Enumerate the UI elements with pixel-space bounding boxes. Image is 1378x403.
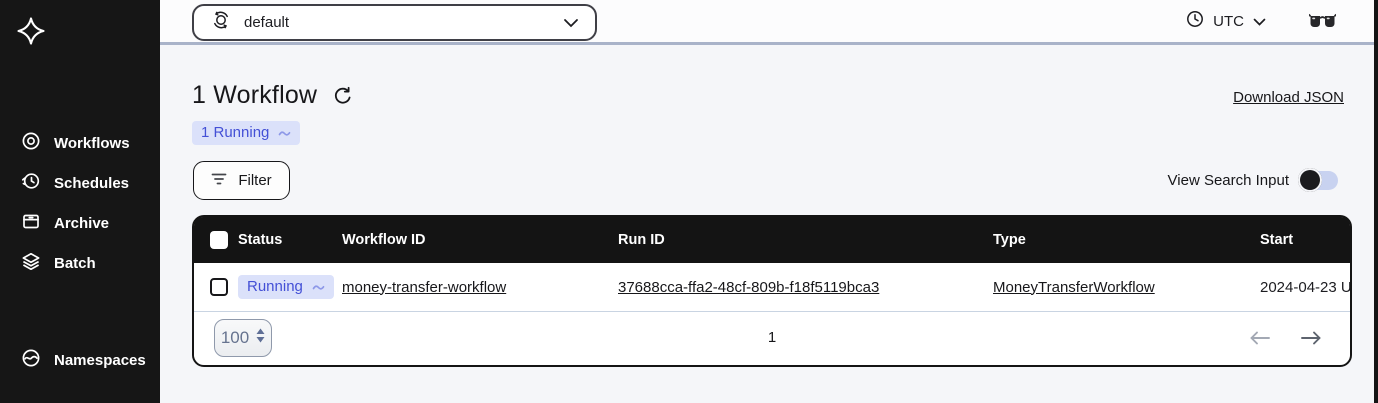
temporal-logo-icon[interactable]: [16, 16, 46, 46]
sidebar-nav-bottom: Namespaces: [0, 340, 160, 380]
sidebar-item-label: Namespaces: [54, 351, 146, 369]
refresh-icon[interactable]: [333, 86, 353, 106]
status-label: Running: [247, 278, 303, 295]
page-size-select[interactable]: 100: [214, 318, 272, 357]
running-count-badge: 1 Running: [192, 121, 301, 145]
page-title: 1 Workflow: [192, 81, 318, 109]
select-all-checkbox[interactable]: [210, 231, 228, 249]
column-header-status: Status: [238, 232, 283, 248]
sidebar-item-label: Archive: [54, 214, 110, 232]
toggle-knob: [1298, 168, 1322, 192]
column-header-run-id: Run ID: [618, 232, 665, 248]
sidebar-nav: Workflows Schedules Archive: [0, 123, 160, 283]
workflow-type-link[interactable]: MoneyTransferWorkflow: [993, 278, 1155, 296]
window-edge-strip: [1374, 0, 1378, 403]
next-page-arrow-icon[interactable]: [1300, 331, 1322, 345]
chevron-down-icon: [563, 18, 579, 28]
download-json-link[interactable]: Download JSON: [1233, 89, 1344, 106]
view-search-input-toggle[interactable]: [1298, 168, 1338, 192]
topbar-right: UTC: [1186, 0, 1336, 42]
timezone-label: UTC: [1213, 12, 1244, 30]
main-content: 1 Workflow Download JSON 1 Running Filte…: [160, 45, 1374, 403]
status-badge: Running: [238, 275, 334, 299]
sidebar-item-batch[interactable]: Batch: [0, 243, 160, 283]
column-header-start: Start: [1260, 232, 1294, 248]
column-header-workflow-id: Workflow ID: [342, 232, 426, 248]
spinner-arrows-icon: [256, 328, 265, 348]
workflows-table: Status Workflow ID Run ID Type Start Run…: [192, 215, 1352, 367]
sidebar-item-workflows[interactable]: Workflows: [0, 123, 160, 163]
schedules-icon: [20, 170, 42, 196]
start-time-cell: 2024-04-23 UTC: [1260, 278, 1350, 296]
clock-icon: [1186, 10, 1204, 32]
current-page-indicator: 1: [767, 329, 777, 346]
previous-page-arrow-icon[interactable]: [1249, 331, 1271, 345]
topbar: default UTC: [160, 0, 1374, 45]
table-footer: 100 1: [194, 311, 1350, 363]
batch-icon: [20, 250, 42, 276]
table-row[interactable]: Running money-transfer-workflow 37688cca…: [194, 263, 1350, 311]
sidebar-item-label: Workflows: [54, 134, 130, 152]
table-header-row: Status Workflow ID Run ID Type Start: [194, 217, 1350, 263]
sidebar-item-label: Schedules: [54, 174, 130, 192]
heartbeat-squiggle-icon: [278, 124, 291, 141]
chevron-down-icon: [1253, 13, 1266, 30]
namespace-switcher-icon: [210, 9, 232, 36]
sidebar-item-schedules[interactable]: Schedules: [0, 163, 160, 203]
timezone-select[interactable]: UTC: [1186, 10, 1266, 32]
archive-icon: [20, 210, 42, 236]
workflow-id-link[interactable]: money-transfer-workflow: [342, 278, 507, 296]
column-header-type: Type: [993, 232, 1026, 248]
filter-button[interactable]: Filter: [193, 161, 290, 200]
sidebar-item-namespaces[interactable]: Namespaces: [0, 340, 160, 380]
namespace-select-value: default: [244, 14, 290, 31]
glasses-icon[interactable]: [1309, 13, 1336, 29]
workflows-icon: [20, 130, 42, 156]
sidebar: Workflows Schedules Archive: [0, 0, 160, 403]
namespace-select[interactable]: default: [192, 4, 597, 41]
filter-button-label: Filter: [238, 172, 272, 189]
running-count-label: 1 Running: [201, 124, 270, 141]
run-id-link[interactable]: 37688cca-ffa2-48cf-809b-f18f5119bca3: [618, 278, 880, 296]
sidebar-item-archive[interactable]: Archive: [0, 203, 160, 243]
sidebar-item-label: Batch: [54, 254, 96, 272]
namespaces-icon: [20, 347, 42, 373]
row-checkbox[interactable]: [210, 278, 228, 296]
heartbeat-squiggle-icon: [312, 278, 325, 295]
filter-icon: [211, 172, 227, 190]
view-search-input-label: View Search Input: [1167, 172, 1289, 189]
page-size-value: 100: [220, 327, 250, 347]
